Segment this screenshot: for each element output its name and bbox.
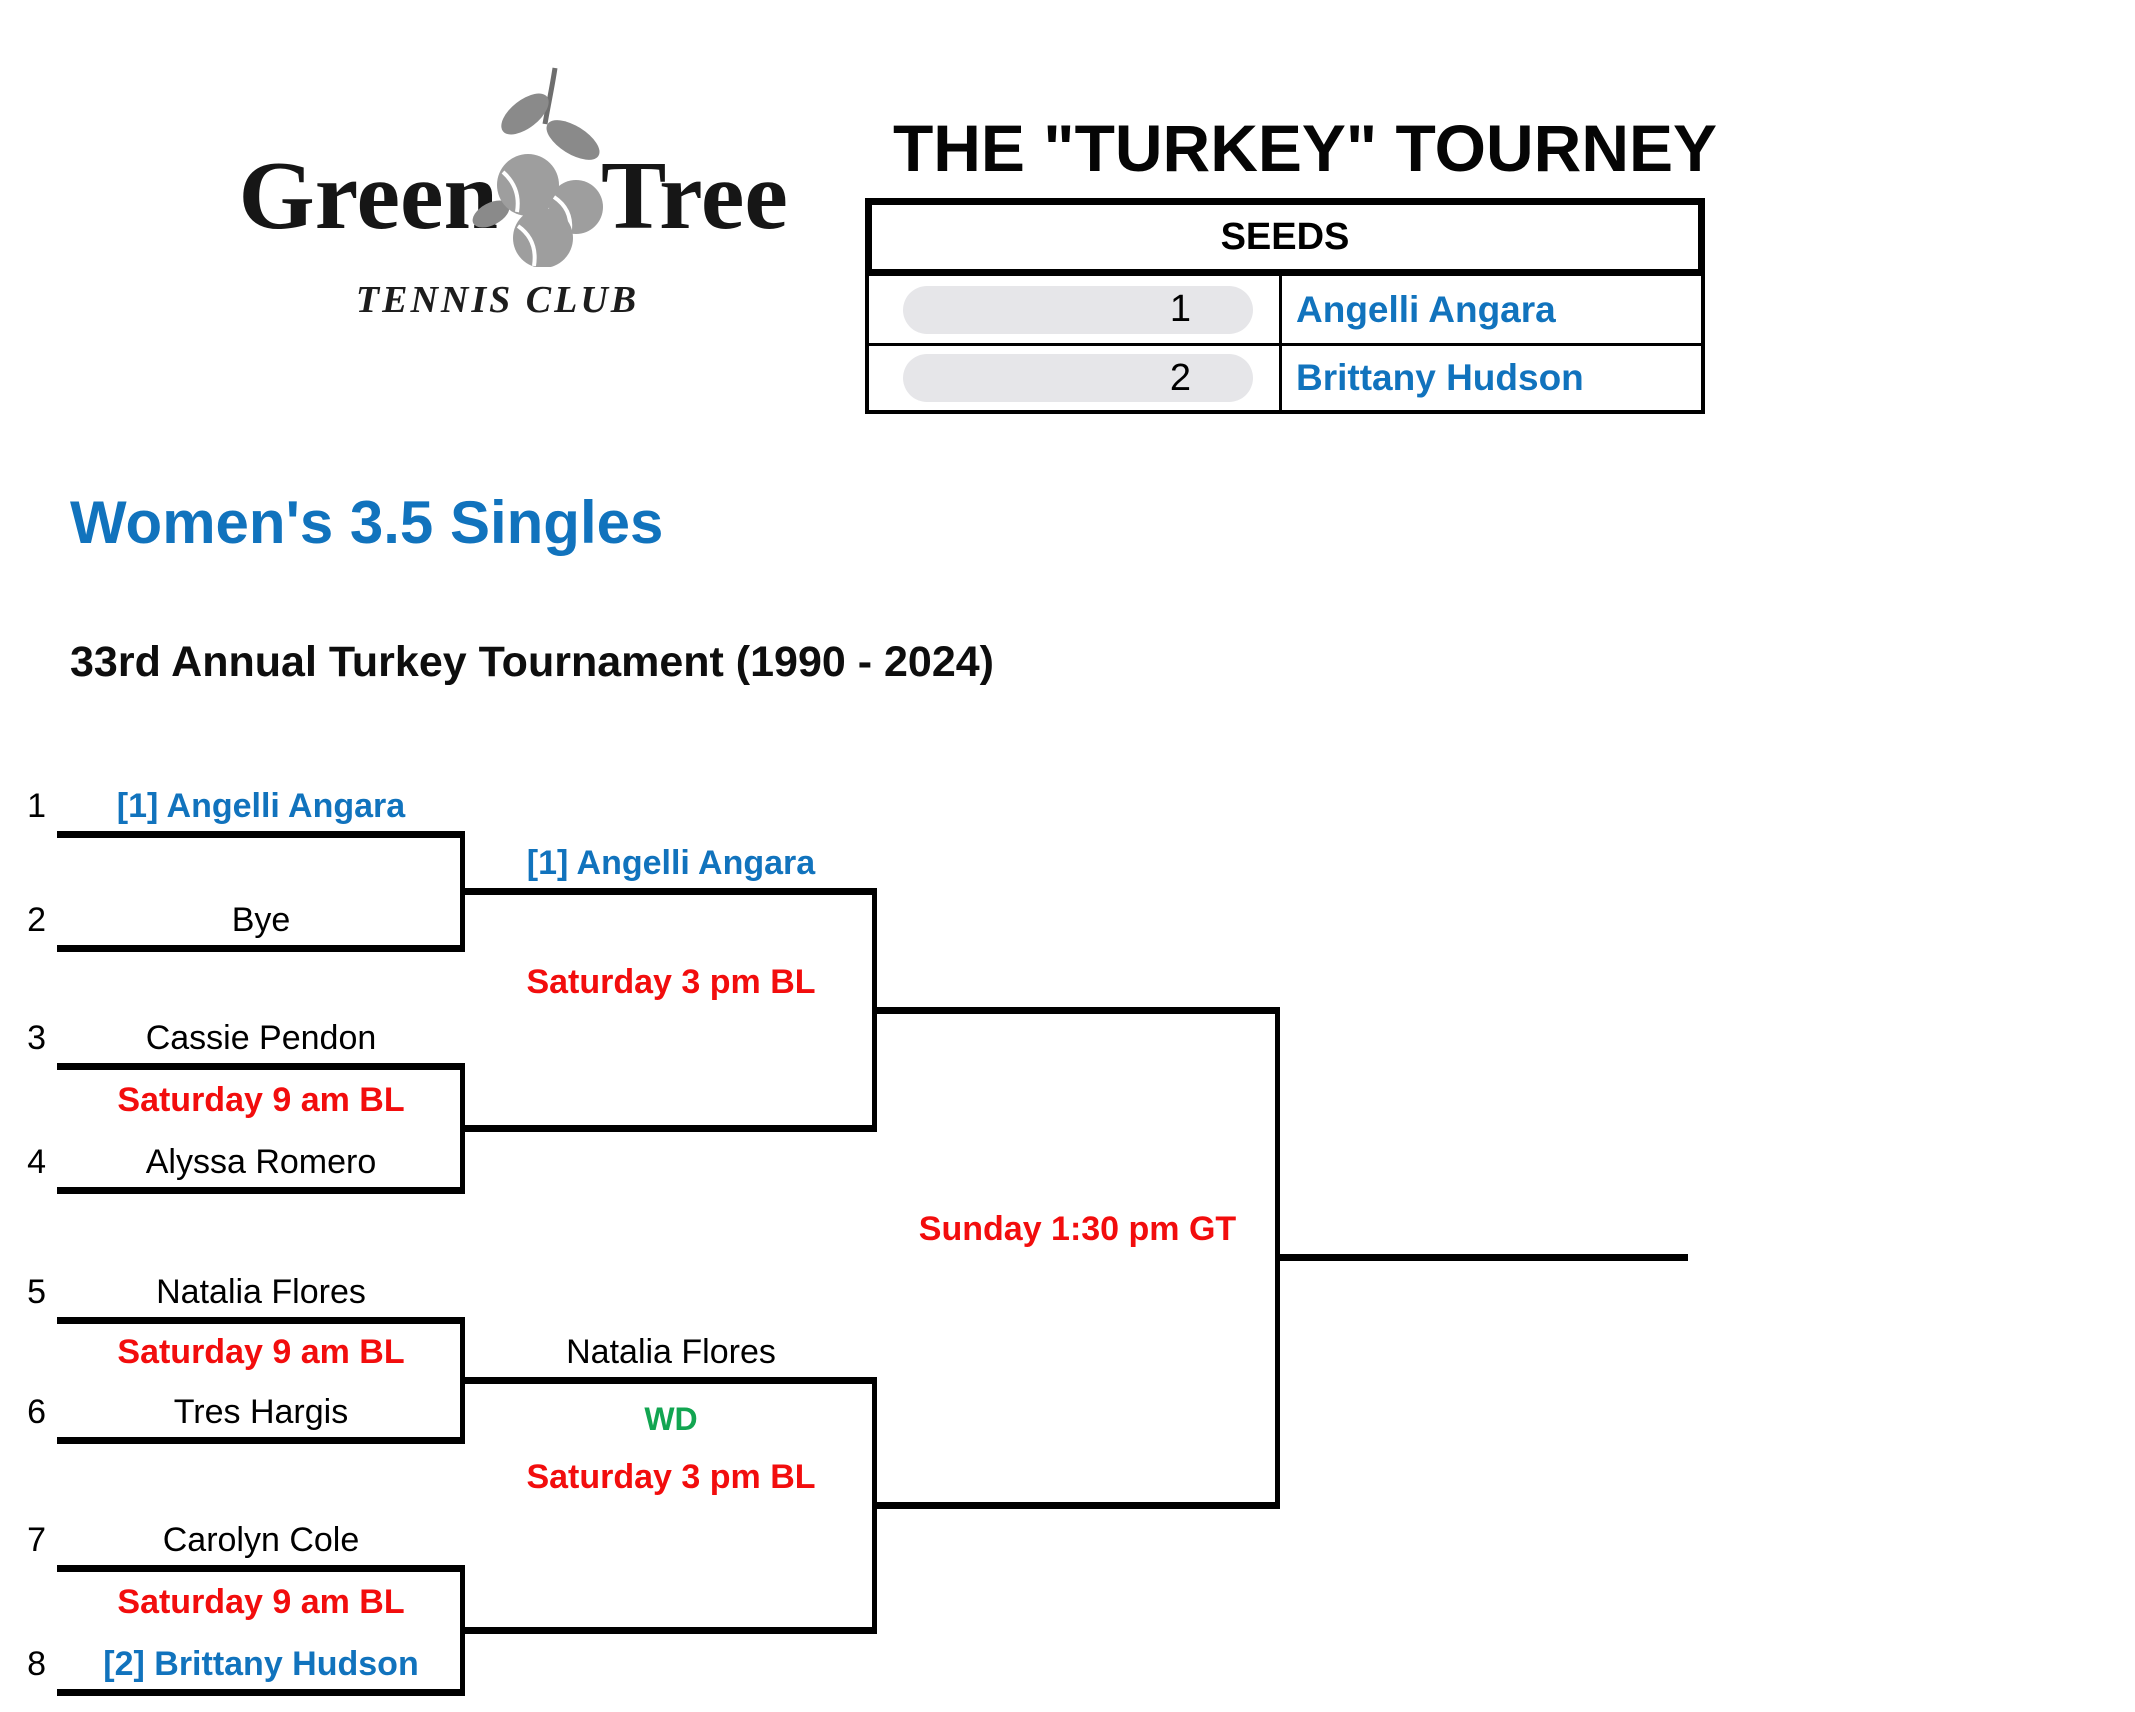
bracket-line [57,1689,465,1696]
bracket-line [460,1565,465,1696]
slot-number: 2 [27,901,46,939]
tennis-ball-icon [513,208,573,267]
bracket-line [465,888,877,895]
slot-number: 8 [27,1645,46,1683]
match-time: Saturday 9 am BL [117,1583,405,1621]
match-time: Saturday 3 pm BL [526,963,816,1001]
bracket-line [465,1377,877,1384]
final-match-time: Sunday 1:30 pm GT [918,1210,1237,1248]
player-name: Tres Hargis [173,1393,349,1431]
bracket-line [57,1187,465,1194]
seed-number-pill: 2 [903,354,1253,402]
semifinal-player: [1] Angelli Angara [526,844,816,882]
seed-number-cell: 2 [869,346,1282,410]
bracket-line [460,831,465,952]
player-name: Carolyn Cole [162,1521,360,1559]
bracket-line [57,1317,465,1324]
leaf-icon [546,120,600,160]
bracket-line [57,1565,465,1572]
bracket-line [872,1377,877,1634]
bracket-line [875,1007,1280,1014]
slot-number: 5 [27,1273,46,1311]
seed-player-name: Brittany Hudson [1296,357,1584,398]
logo-word-tree: Tree [601,142,788,250]
stem-icon [542,67,558,125]
event-title: Women's 3.5 Singles [70,489,664,556]
bracket-line [875,1502,1280,1509]
match-time: Saturday 9 am BL [117,1333,405,1371]
player-name: Natalia Flores [156,1273,366,1311]
logo-word-green: Green [238,142,498,250]
bracket-line [57,1437,465,1444]
slot-number: 7 [27,1521,46,1559]
bracket-line [460,1063,465,1194]
seeds-table: SEEDS 1 Angelli Angara 2 Brittany Hudson [865,198,1705,414]
match-time: Saturday 9 am BL [117,1081,405,1119]
seeds-table-header: SEEDS [865,198,1705,276]
withdrawal-badge: WD [644,1401,698,1437]
seed-player-name: Angelli Angara [1296,288,1556,330]
seeds-table-rows: 1 Angelli Angara 2 Brittany Hudson [865,276,1705,414]
bracket-line [57,945,465,952]
table-row: 2 Brittany Hudson [869,343,1701,410]
bracket-line [57,831,465,838]
seed-number-cell: 1 [869,276,1282,343]
event-subtitle: 33rd Annual Turkey Tournament (1990 - 20… [70,638,994,686]
bracket-line [57,1063,465,1070]
leaf-icon [472,200,510,228]
bracket-line [465,1125,877,1132]
player-name: [2] Brittany Hudson [103,1645,419,1683]
seed-number-pill: 1 [903,285,1253,334]
logo-tagline: TENNIS CLUB [355,279,640,321]
match-time: Saturday 3 pm BL [526,1458,816,1496]
bracket-line [465,1627,877,1634]
slot-number: 3 [27,1019,46,1057]
slot-number: 6 [27,1393,46,1431]
bracket-line [1275,1007,1280,1509]
bracket-line [872,888,877,1132]
leaf-icon [501,93,549,135]
tennis-ball-cluster-icon [472,67,603,267]
player-name: Alyssa Romero [145,1143,377,1181]
bracket-line [460,1317,465,1444]
page-title: THE "TURKEY" TOURNEY [892,111,1718,185]
tennis-ball-icon [497,154,559,216]
slot-number: 1 [27,787,46,825]
player-name: [1] Angelli Angara [116,787,406,825]
table-row: 1 Angelli Angara [869,276,1701,343]
bracket-line [1278,1254,1688,1261]
player-name: Bye [231,901,291,939]
slot-number: 4 [27,1143,46,1181]
semifinal-player: Natalia Flores [566,1333,776,1371]
player-name: Cassie Pendon [145,1019,377,1057]
